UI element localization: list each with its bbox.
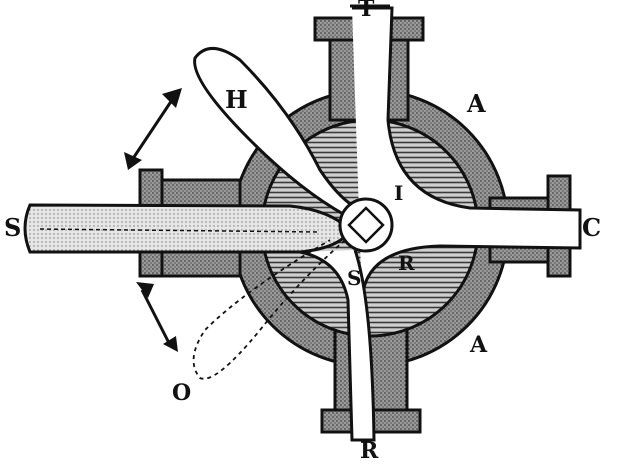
label-top: T: [358, 0, 375, 22]
label-left: S: [4, 213, 21, 242]
spindle: [338, 197, 394, 253]
alternate-handle-dashed: [192, 239, 346, 380]
valve-passages: [23, 4, 582, 442]
label-lower-right: A: [469, 332, 488, 358]
label-handle: H: [225, 85, 248, 114]
handle-lever: [193, 47, 364, 217]
label-inner-upper: I: [394, 181, 403, 205]
label-bottom: R: [360, 438, 379, 464]
label-upper-right: A: [466, 89, 486, 118]
label-right: C: [582, 213, 601, 242]
label-alt-handle: O: [172, 380, 191, 406]
rotation-arrows: [124, 88, 182, 352]
label-inner-right: R: [398, 251, 415, 275]
label-inner-lower: S: [347, 266, 361, 290]
